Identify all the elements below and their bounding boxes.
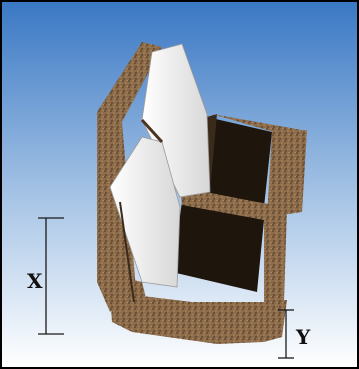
insulation-panel-front [109, 136, 181, 288]
dimension-x-marker [38, 217, 64, 335]
dimension-y-marker [278, 309, 294, 359]
block-shadows [172, 114, 272, 292]
masonry-block [97, 42, 307, 344]
insulated-block-photo: X Y [2, 2, 357, 367]
dimension-x-label: X [27, 269, 43, 293]
insulation-panels [109, 43, 211, 303]
dimension-y-label: Y [295, 325, 311, 349]
